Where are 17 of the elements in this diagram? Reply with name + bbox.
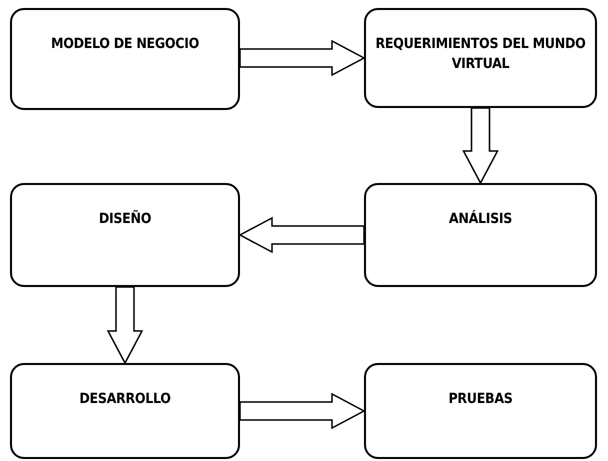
box-label: REQUERIMIENTOS DEL MUNDO VIRTUAL [374,35,587,74]
box-label: ANÁLISIS [448,209,514,229]
block-arrow [238,216,365,254]
process-box [10,363,240,459]
box-label: DESARROLLO [78,390,172,409]
block-arrow [239,40,366,76]
box-label: PRUEBAS [447,390,514,409]
box-label: MODELO DE NEGOCIO [50,35,200,54]
process-box [10,183,240,287]
process-box [10,8,240,110]
process-box [364,8,597,108]
block-arrow [462,107,499,185]
block-arrow [239,392,366,430]
box-label: DISEÑO [98,209,152,229]
block-arrow [106,286,144,365]
process-box [364,183,597,287]
process-box [364,363,597,459]
